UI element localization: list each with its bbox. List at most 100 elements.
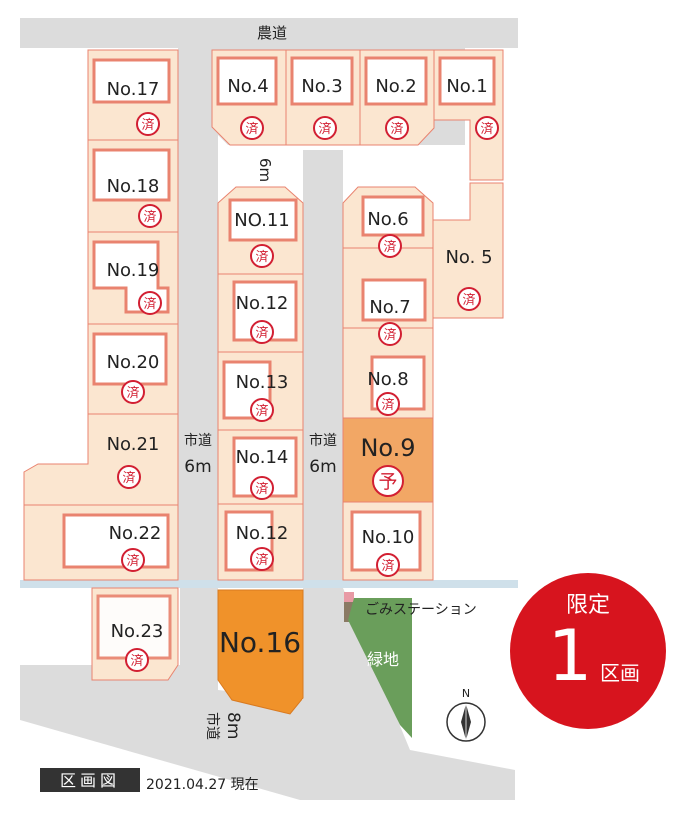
garbage-station-box: [344, 602, 354, 622]
inner-road-width: 6m: [256, 158, 274, 182]
svg-text:済: 済: [381, 558, 394, 574]
svg-text:済: 済: [245, 121, 258, 137]
green-area-label: 緑地: [367, 650, 399, 669]
svg-text:済: 済: [255, 403, 268, 419]
farm-road-label: 農道: [257, 24, 287, 42]
lot-16-label: No.16: [219, 626, 301, 659]
bottom-road-name: 市道: [204, 712, 221, 740]
lot-23-label: No.23: [111, 621, 164, 642]
left-road-width: 6m: [184, 457, 211, 477]
lot-2-label: No.2: [375, 76, 416, 97]
sold-mark-icon: 済: [376, 392, 400, 416]
svg-text:済: 済: [255, 481, 268, 497]
lot-1-label: No.1: [446, 76, 487, 97]
lot-14-label: No.14: [236, 447, 289, 468]
lot-13-label: No.13: [236, 372, 289, 393]
farm-road: [20, 18, 518, 48]
lot-4[interactable]: [211, 49, 287, 146]
bottom-road-width: 8m: [223, 712, 243, 739]
lot-6[interactable]: [342, 186, 434, 249]
svg-text:済: 済: [390, 121, 403, 137]
svg-text:済: 済: [383, 327, 396, 343]
green-area: [348, 598, 412, 738]
sold-mark-icon: 済: [136, 112, 160, 136]
lot-20-label: No.20: [107, 352, 160, 373]
lot-12a-label: No.12: [236, 293, 289, 314]
svg-text:済: 済: [141, 117, 154, 133]
limited-badge-bg: [510, 573, 666, 729]
sold-mark-icon: 済: [475, 116, 499, 140]
lot-19-label: No.19: [107, 260, 160, 281]
footer-date: 2021.04.27 現在: [146, 777, 259, 793]
right-road-name: 市道: [309, 432, 337, 449]
svg-text:済: 済: [255, 325, 268, 341]
sold-mark-icon: 済: [121, 548, 145, 572]
left-road-name: 市道: [184, 432, 212, 449]
lot-11-label: NO.11: [234, 210, 290, 231]
svg-text:済: 済: [143, 209, 156, 225]
lot-17-label: No.17: [107, 79, 160, 100]
right-city-road: [303, 150, 343, 588]
svg-text:済: 済: [126, 553, 139, 569]
garbage-station-label: ごみステーション: [365, 602, 477, 618]
sold-mark-icon: 済: [457, 287, 481, 311]
svg-text:済: 済: [381, 397, 394, 413]
lot-7[interactable]: [342, 247, 434, 329]
sold-mark-icon: 済: [378, 322, 402, 346]
lot-12b[interactable]: [217, 503, 304, 581]
sold-mark-icon: 済: [138, 204, 162, 228]
lot-18-label: No.18: [107, 176, 160, 197]
svg-text:済: 済: [130, 653, 143, 669]
sold-mark-icon: 済: [117, 465, 141, 489]
sold-mark-icon: 済: [250, 476, 274, 500]
water-channel: [20, 580, 518, 588]
left-city-road: [178, 48, 218, 588]
compass-icon: [446, 702, 486, 742]
svg-text:済: 済: [383, 239, 396, 255]
lot-2[interactable]: [359, 49, 435, 146]
sold-mark-icon: 済: [250, 320, 274, 344]
compass-north-label: N: [462, 687, 470, 700]
sold-mark-icon: 済: [313, 116, 337, 140]
footer-title-box: [40, 768, 140, 792]
lot-12b-label: No.12: [236, 523, 289, 544]
svg-text:済: 済: [143, 296, 156, 312]
right-road-width: 6m: [309, 457, 336, 477]
lot-10-label: No.10: [362, 527, 415, 548]
sold-mark-icon: 済: [240, 116, 264, 140]
lot-13[interactable]: [217, 351, 304, 431]
sold-mark-icon: 済: [121, 380, 145, 404]
sold-mark-icon: 済: [376, 553, 400, 577]
lot-7-label: No.7: [369, 297, 410, 318]
lot-11[interactable]: [217, 186, 304, 275]
reserved-mark-icon: 予: [372, 465, 404, 497]
sold-mark-icon: 済: [125, 648, 149, 672]
svg-text:予: 予: [378, 471, 397, 493]
lot-6-label: No.6: [367, 209, 408, 230]
lot-18[interactable]: [87, 139, 179, 233]
lot-9-label: No.9: [360, 434, 415, 462]
lot-16[interactable]: [217, 589, 304, 715]
lot-1[interactable]: [433, 49, 504, 181]
svg-text:済: 済: [255, 552, 268, 568]
svg-text:済: 済: [480, 121, 493, 137]
lot-22[interactable]: [23, 504, 179, 581]
sold-mark-icon: 済: [250, 547, 274, 571]
lot-23[interactable]: [91, 587, 179, 681]
svg-text:済: 済: [255, 249, 268, 265]
lot-22-label: No.22: [109, 523, 162, 544]
svg-text:済: 済: [126, 385, 139, 401]
badge-label: 限定: [566, 593, 610, 618]
lot-3-label: No.3: [301, 76, 342, 97]
sold-mark-icon: 済: [250, 244, 274, 268]
lot-21[interactable]: [23, 413, 179, 506]
sold-mark-icon: 済: [385, 116, 409, 140]
sold-mark-icon: 済: [138, 291, 162, 315]
sold-mark-icon: 済: [250, 398, 274, 422]
bottom-city-road: [20, 588, 515, 800]
lot-8-label: No.8: [367, 369, 408, 390]
badge-count: 1: [548, 615, 593, 697]
svg-text:済: 済: [122, 470, 135, 486]
lot-21-label: No.21: [107, 434, 160, 455]
